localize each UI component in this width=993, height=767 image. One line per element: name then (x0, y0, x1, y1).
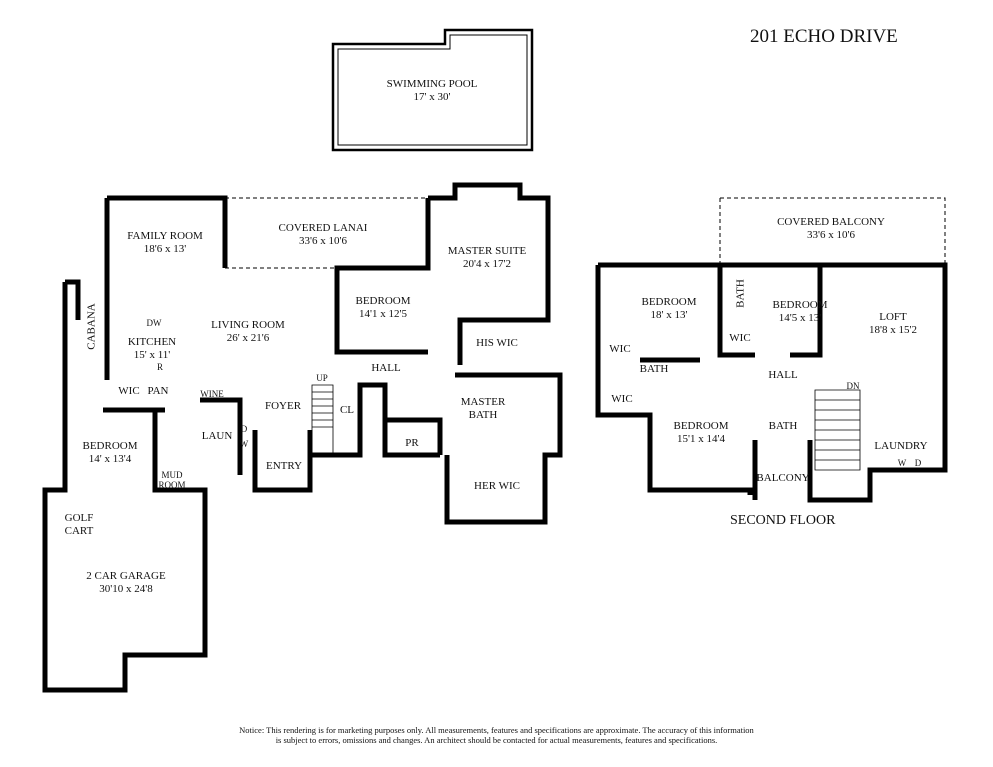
second-floor-walls (595, 262, 948, 503)
room-laundry: LAUN (201, 430, 233, 442)
stairs-up-label: UP (316, 373, 328, 383)
room-wic-1: WIC (729, 332, 751, 344)
range-label: R (156, 362, 164, 372)
stairs-down-label: DN (846, 381, 860, 391)
disclaimer-notice: Notice: This rendering is for marketing … (0, 725, 993, 745)
pool-outline (331, 28, 534, 152)
lanai-dashes (225, 197, 428, 269)
dryer-label: D (240, 424, 248, 434)
balcony-dashes (719, 197, 946, 265)
room-balcony: BALCONY (756, 472, 810, 484)
room-laundry-2f: LAUNDRY (874, 440, 928, 452)
notice-line-1: Notice: This rendering is for marketing … (239, 725, 754, 735)
room-bath-1: BATH (639, 363, 669, 375)
dishwasher-label: DW (146, 318, 162, 328)
washer-label: W (239, 439, 249, 449)
room-hall: HALL (371, 362, 401, 374)
property-title: 201 ECHO DRIVE (750, 26, 898, 47)
room-hall-2f: HALL (768, 369, 798, 381)
room-her-wic: HER WIC (474, 480, 520, 492)
stairs-second-floor (814, 389, 861, 471)
notice-line-2: is subject to errors, omissions and chan… (275, 735, 718, 745)
stairs-first-floor (311, 384, 334, 456)
wine-label: WINE (200, 389, 224, 399)
room-bath-vertical: BATH (734, 279, 747, 308)
room-bath-2: BATH (768, 420, 798, 432)
room-pantry: PAN (147, 385, 169, 397)
dryer-label-2f: D (914, 458, 922, 468)
room-wic: WIC (118, 385, 140, 397)
room-wic-2: WIC (609, 343, 631, 355)
room-cabana: CABANA (85, 303, 98, 350)
second-floor-title: SECOND FLOOR (730, 513, 836, 528)
washer-label-2f: W (897, 458, 907, 468)
room-closet: CL (339, 404, 355, 416)
room-entry: ENTRY (265, 460, 303, 472)
room-his-wic: HIS WIC (476, 337, 518, 349)
room-foyer: FOYER (264, 400, 302, 412)
room-wic-3: WIC (611, 393, 633, 405)
room-powder: PR (405, 437, 419, 449)
first-floor-walls (42, 182, 563, 693)
